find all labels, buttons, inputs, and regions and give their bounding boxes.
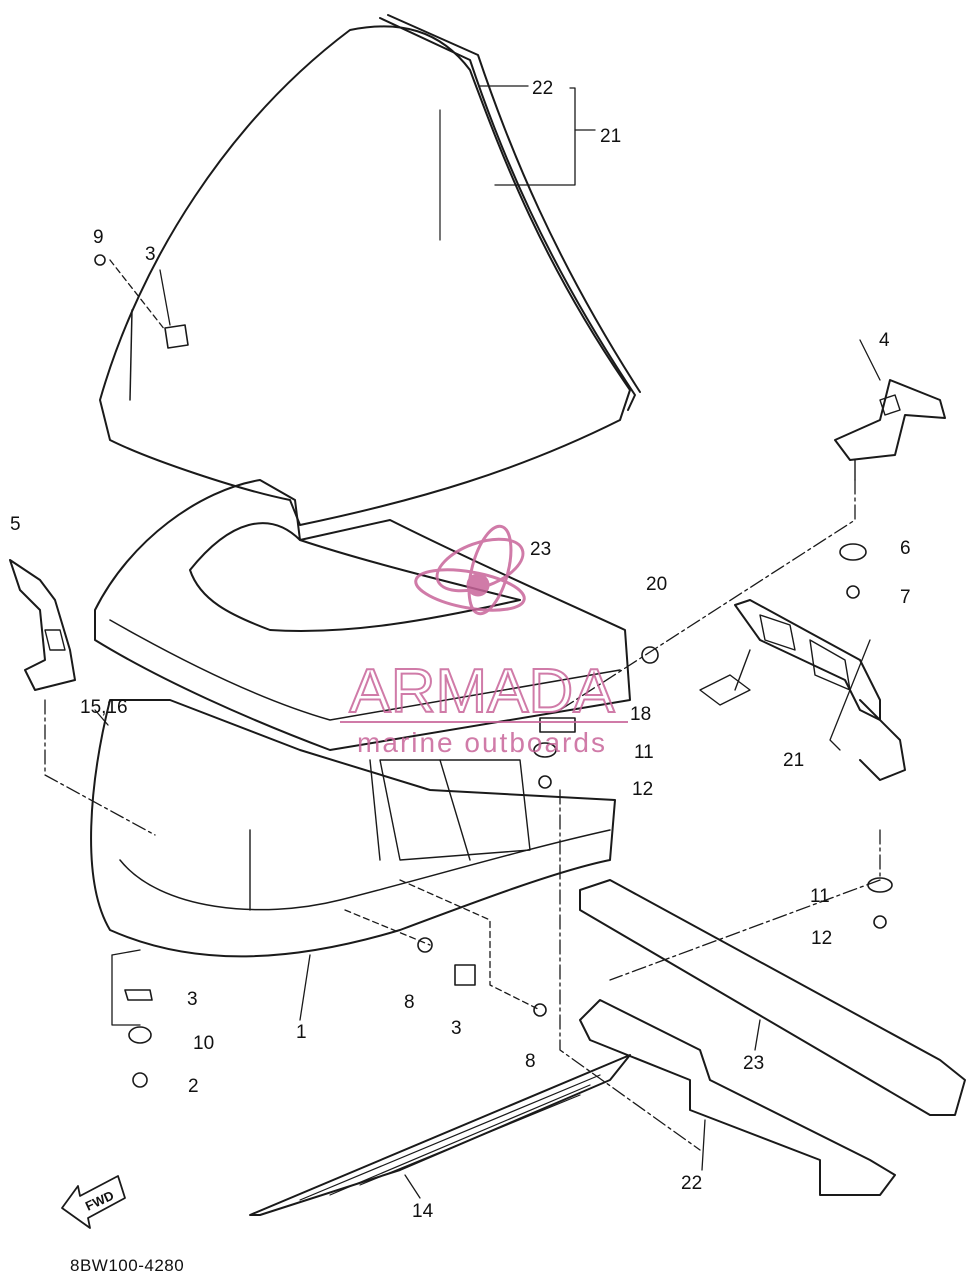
callout-7: 7	[900, 587, 911, 608]
callout-15-16: 18	[630, 704, 651, 725]
callout-23: 23	[743, 1053, 764, 1074]
right-bracket	[834, 379, 946, 481]
rails	[579, 879, 966, 1196]
callout-9: 9	[93, 227, 104, 248]
side-bracket	[699, 599, 906, 781]
fwd-arrow-icon	[61, 1175, 126, 1229]
leader-lines	[44, 85, 881, 1199]
callout-13: 14	[412, 1201, 434, 1222]
callout-1: 1	[296, 1022, 307, 1043]
callout-2: 2	[188, 1076, 199, 1097]
callout-8-right: 8	[525, 1051, 536, 1072]
hardware	[94, 254, 893, 1088]
callout-22: 22	[681, 1173, 702, 1194]
callout-11-upper: 11	[634, 742, 654, 763]
callout-21: 21	[783, 750, 804, 771]
callout-3-top: 3	[145, 244, 156, 265]
propeller-logo-icon	[414, 524, 526, 616]
part-callouts: 22 21 9 3 4 5 23 6 20 7 15,16 18 11 21 1…	[10, 78, 911, 1222]
callout-11-lower: 11	[810, 886, 830, 907]
callout-19: 22	[532, 78, 553, 99]
callout-5: 5	[10, 514, 21, 535]
document-code: 8BW100-4280	[70, 1256, 185, 1275]
callout-8-left: 8	[404, 992, 415, 1013]
hood-cowl	[94, 479, 631, 751]
callout-10: 10	[193, 1033, 214, 1054]
callout-20: 23	[530, 539, 551, 560]
left-bracket	[9, 559, 76, 691]
watermark: ARMADA marine outboards	[340, 524, 628, 758]
watermark-tagline: marine outboards	[357, 727, 607, 758]
callout-14: 15,16	[80, 697, 128, 718]
lower-cowl	[90, 699, 616, 958]
watermark-brand: ARMADA	[349, 657, 615, 726]
decal	[249, 1054, 631, 1216]
callout-3-mid: 3	[451, 1018, 462, 1039]
windshield	[99, 14, 641, 526]
callout-4: 4	[879, 330, 890, 351]
callout-18: 21	[600, 126, 621, 147]
callout-3-left: 3	[187, 989, 198, 1010]
callout-6: 6	[900, 538, 911, 559]
callout-12-lower: 12	[811, 928, 832, 949]
callout-17: 20	[646, 574, 667, 595]
callout-12-upper: 12	[632, 779, 653, 800]
